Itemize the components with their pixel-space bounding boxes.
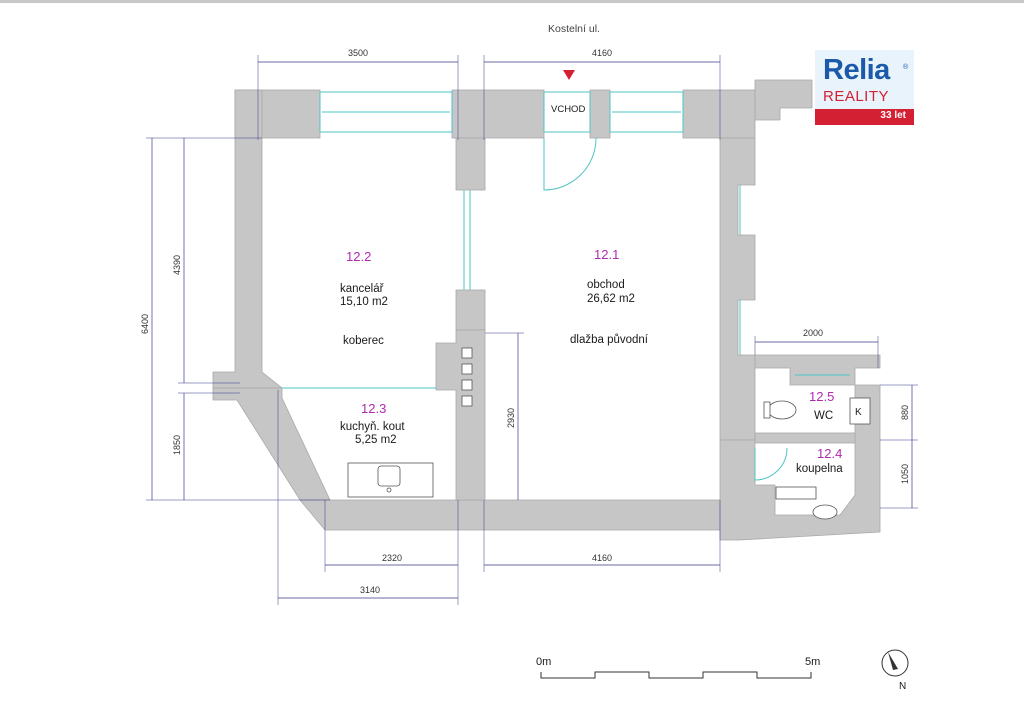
logo-years: 33 let <box>880 110 906 121</box>
scale-bar: 0m 5m <box>536 656 820 679</box>
dim-left-lower: 1850 <box>172 435 182 455</box>
room-12-1-area: 26,62 m2 <box>587 293 635 305</box>
logo-panel: Relia ® REALITY <box>815 50 914 109</box>
entrance-marker-icon <box>563 70 575 80</box>
dimension-lines <box>146 55 918 605</box>
fixtures <box>347 397 871 520</box>
dim-bottom-left-outer: 3140 <box>360 585 380 595</box>
scale-bar-line <box>540 671 812 679</box>
wall-wc-bath <box>754 432 856 444</box>
wc-tank-icon <box>763 401 771 419</box>
shaft-square-2 <box>461 363 473 375</box>
wall-mid-shaft <box>435 329 486 501</box>
entrance-label: VCHOD <box>551 104 585 115</box>
kitchen-sink-icon <box>377 465 401 487</box>
wall-mid-upper <box>455 137 486 191</box>
room-12-3-name: kuchyň. kout <box>340 421 405 433</box>
room-12-4-number: 12.4 <box>817 446 842 461</box>
north-label: N <box>899 681 906 692</box>
room-labels: 12.2 kancelář 15,10 m2 koberec 12.1 obch… <box>340 247 862 475</box>
street-label: Kostelní ul. <box>548 23 600 35</box>
north-arrow: N <box>881 649 909 692</box>
shaft-square-3 <box>461 379 473 391</box>
wc-toilet-icon <box>767 400 797 420</box>
wall-annex-upper <box>754 354 881 386</box>
wc-sink-box <box>849 397 871 425</box>
room-12-4-name: koupelna <box>796 463 843 475</box>
bath-door-swing <box>754 447 788 481</box>
shaft-square-1 <box>461 347 473 359</box>
room-12-3-number: 12.3 <box>361 401 386 416</box>
wall-top-door-right <box>589 89 611 139</box>
wall-top-right <box>682 89 756 139</box>
relia-logo: Relia ® REALITY 33 let <box>815 50 914 125</box>
dim-wc-height: 880 <box>900 405 910 420</box>
dim-bath-height: 1050 <box>900 464 910 484</box>
logo-bar: 33 let <box>815 109 914 125</box>
dim-bottom-right: 4160 <box>592 553 612 563</box>
dim-top-left: 3500 <box>348 48 368 58</box>
room-12-2-number: 12.2 <box>346 249 371 264</box>
dim-left-total: 6400 <box>140 314 150 334</box>
dim-inner-vertical: 2930 <box>506 408 516 428</box>
kitchen-faucet-icon <box>386 487 392 493</box>
wall-top-mid <box>451 89 545 139</box>
room-12-3-area: 5,25 m2 <box>355 434 397 446</box>
room-12-2-floor: koberec <box>343 335 384 347</box>
dimension-labels: 3500 4160 6400 4390 1850 2930 2320 3140 … <box>140 48 910 595</box>
openings <box>282 91 850 481</box>
dim-left-upper: 4390 <box>172 255 182 275</box>
room-12-5-number: 12.5 <box>809 389 834 404</box>
bath-tub-icon <box>775 486 817 500</box>
logo-sub: REALITY <box>823 88 890 105</box>
bath-sink-icon <box>812 504 838 520</box>
shaft-square-4 <box>461 395 473 407</box>
wall-left-diagonal <box>212 387 331 501</box>
logo-brand: Relia <box>823 54 890 86</box>
wall-mid-lower-a <box>455 289 486 331</box>
compass-circle-icon <box>881 649 909 677</box>
dim-bottom-left-inner: 2320 <box>382 553 402 563</box>
room-12-1-floor: dlažba původní <box>570 334 649 346</box>
room-12-2-name: kancelář <box>340 283 385 295</box>
dim-top-right: 4160 <box>592 48 612 58</box>
compass-needle-icon <box>888 652 898 670</box>
room-12-1-number: 12.1 <box>594 247 619 262</box>
wall-annex-top <box>754 79 813 121</box>
room-12-1-name: obchod <box>587 279 625 291</box>
walls <box>212 79 881 541</box>
top-border-line <box>0 0 1024 3</box>
scale-start-label: 0m <box>536 656 551 668</box>
room-12-5-fixture: K <box>855 407 862 418</box>
room-12-2-area: 15,10 m2 <box>340 296 388 308</box>
wall-bottom <box>299 499 721 531</box>
dim-annex-width: 2000 <box>803 328 823 338</box>
scale-end-label: 5m <box>805 656 820 668</box>
wall-right <box>719 137 756 441</box>
entrance-door-swing <box>543 137 597 191</box>
entrance-door-frame <box>543 91 591 133</box>
room-12-5-name: WC <box>814 410 833 422</box>
logo-registered: ® <box>903 64 909 71</box>
